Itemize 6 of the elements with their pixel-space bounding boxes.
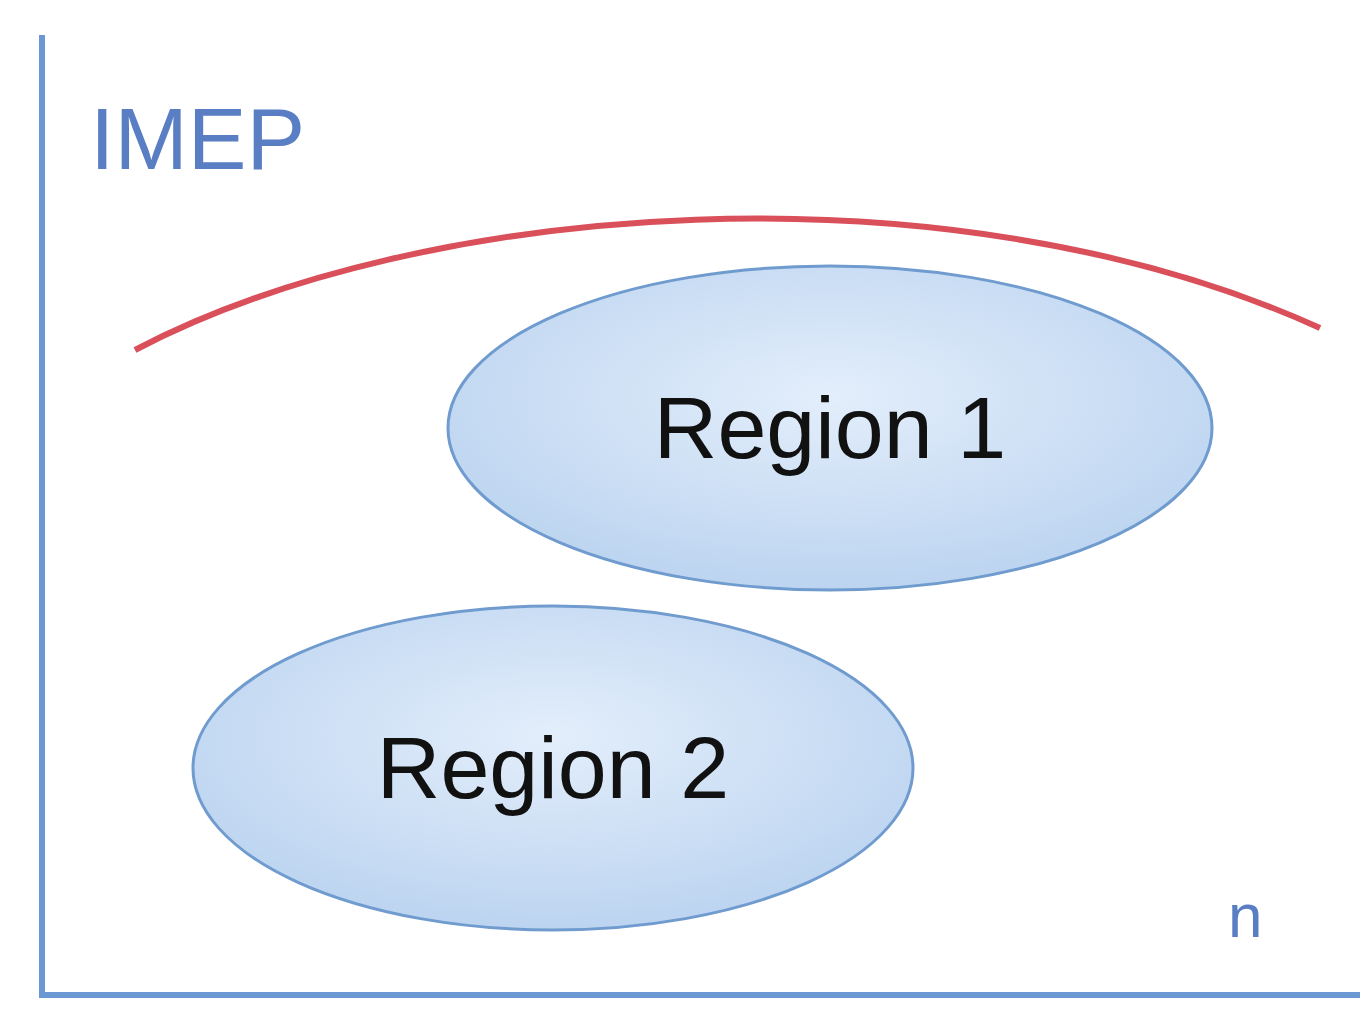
region-ellipse bbox=[445, 263, 1215, 593]
region-label: Region 2 bbox=[376, 717, 730, 819]
axis-label: IMEP bbox=[90, 95, 306, 183]
region-label: Region 1 bbox=[653, 377, 1007, 479]
axis-label: n bbox=[1228, 885, 1263, 947]
region-ellipse bbox=[190, 603, 916, 933]
